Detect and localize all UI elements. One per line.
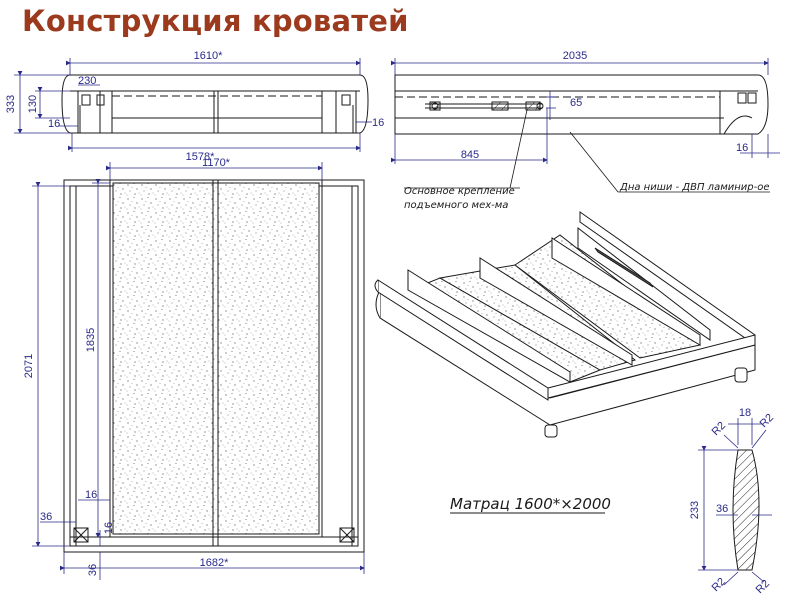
mattress-note: Матрац 1600*×2000: [450, 495, 611, 513]
dim-230: 230: [78, 75, 96, 87]
dim-16-left: 16: [48, 118, 60, 130]
dim-2071: 2071: [23, 354, 35, 378]
side-view: [394, 74, 769, 135]
dim-profile-r2-bl: R2: [710, 576, 728, 594]
dim-profile-r2-tr: R2: [758, 412, 776, 430]
dim-height-total: 333: [5, 95, 17, 113]
dim-length-total: 2035: [563, 50, 587, 62]
dim-16-plan-a: 16: [85, 489, 97, 501]
dim-1835: 1835: [85, 328, 97, 352]
note-fastening-2: подъемного мех-ма: [404, 200, 508, 211]
dim-130: 130: [27, 95, 39, 113]
dim-width-inner: 1578*: [186, 151, 215, 163]
dim-16-plan-b: 16: [103, 522, 115, 534]
dim-profile-18: 18: [739, 407, 751, 419]
dim-width-total: 1610*: [194, 50, 223, 62]
dim-845: 845: [461, 149, 479, 161]
front-view-dimensions: [14, 58, 372, 152]
dim-profile-r2-tl: R2: [710, 420, 728, 438]
dim-16-side: 16: [736, 142, 748, 154]
plan-view-dimensions: [32, 162, 365, 580]
profile-dimensions: [698, 418, 772, 586]
dim-65: 65: [570, 97, 582, 109]
dim-16-right: 16: [372, 117, 384, 129]
profile-detail: [732, 449, 760, 571]
dim-profile-r2-br: R2: [754, 578, 772, 596]
dim-1170: 1170*: [202, 157, 231, 169]
dim-36-bottom: 36: [87, 564, 99, 576]
note-niche-bottom: Дна ниши - ДВП ламинир-ое: [619, 182, 770, 193]
dim-1682: 1682*: [200, 557, 229, 569]
isometric-bed: [374, 211, 756, 438]
page-title: Конструкция кроватей: [22, 4, 409, 38]
dim-profile-233: 233: [689, 501, 701, 519]
side-view-dimensions: [391, 58, 780, 164]
front-view: [61, 74, 369, 134]
plan-view: [63, 179, 365, 553]
note-leaders: [404, 109, 770, 193]
dim-36-plan: 36: [40, 511, 52, 523]
dim-profile-36: 36: [716, 503, 728, 515]
note-fastening-1: Основное крепление: [404, 186, 515, 197]
